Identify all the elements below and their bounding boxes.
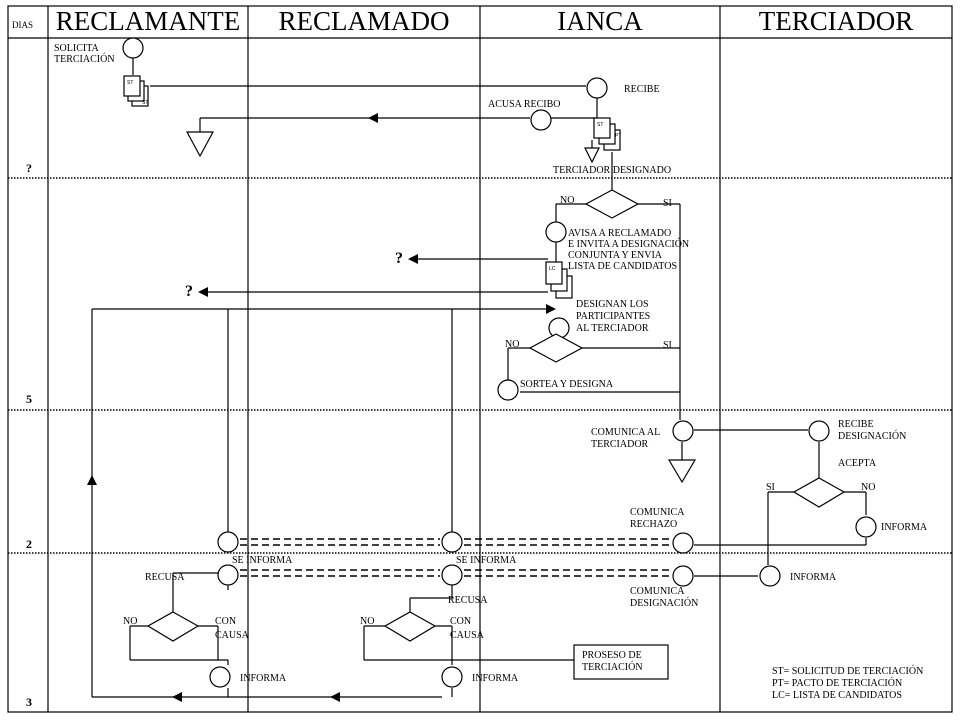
label-recusa-1: RECUSA: [145, 572, 185, 583]
label-comunica-designacion-1: COMUNICA: [630, 586, 685, 597]
label-comunica-terciador-2: TERCIADOR: [591, 439, 649, 450]
label-si-1: SI: [663, 198, 672, 209]
label-designan-3: AL TERCIADOR: [576, 323, 649, 334]
svg-text:LC: LC: [549, 266, 556, 272]
label-comunica-designacion-2: DESIGNACIÓN: [630, 597, 698, 609]
label-avisa-2: E INVITA A DESIGNACIÓN: [568, 238, 689, 250]
lane-header-reclamado: RECLAMADO: [278, 6, 449, 36]
activity-avisa-node: [545, 221, 567, 243]
label-proseso-1: PROSESO DE: [582, 650, 642, 661]
activity-recibe-node: [586, 77, 608, 99]
label-si-3: SI: [766, 482, 775, 493]
label-avisa-1: AVISA A RECLAMADO: [568, 228, 671, 239]
label-recibe-designacion-2: DESIGNACIÓN: [838, 430, 906, 442]
svg-text:ST: ST: [597, 122, 603, 128]
label-designan-2: PARTICIPANTES: [576, 311, 650, 322]
stage-days-4: 3: [26, 695, 32, 709]
document-stack-st-pt: ST PT: [593, 117, 621, 151]
stage-days-1: ?: [26, 161, 32, 175]
label-question-1: ?: [395, 250, 403, 267]
activity-informa-1-node: [209, 666, 231, 688]
label-no-1: NO: [560, 195, 574, 206]
document-stack-lc: LC: [545, 261, 573, 299]
activity-informa-2-node: [441, 666, 463, 688]
activity-recibe-designacion-node: [808, 420, 830, 442]
label-se-informa-1: SE INFORMA: [232, 555, 293, 566]
activity-se-informa-2-node: [441, 531, 463, 553]
flow-shapes: [122, 37, 877, 688]
activity-acusa-recibo-node: [530, 109, 552, 131]
svg-text:PT: PT: [615, 133, 621, 139]
flow-lines: [87, 58, 867, 702]
decision-terciador-designado: [584, 189, 640, 219]
document-stack-st: ST ST: [123, 75, 149, 107]
decision-designan: [528, 333, 584, 363]
process-box-terciacion: [573, 644, 669, 680]
label-no-5: NO: [360, 616, 374, 627]
days-header: DIAS: [12, 20, 33, 30]
label-avisa-3: CONJUNTA Y ENVIA: [568, 250, 663, 261]
activity-informa-designacion-node: [759, 565, 781, 587]
label-si-2: SI: [663, 340, 672, 351]
lane-header-reclamante: RECLAMANTE: [56, 6, 241, 36]
svg-text:ST: ST: [127, 80, 133, 86]
label-solicita-2: TERCIACIÓN: [54, 53, 115, 65]
label-solicita-1: SOLICITA: [54, 43, 100, 54]
decision-con-causa-2: [383, 611, 437, 642]
label-informa-2: INFORMA: [472, 673, 519, 684]
legend: ST= SOLICITUD DE TERCIACIÓN PT= PACTO DE…: [772, 665, 923, 701]
label-recibe-designacion-1: RECIBE: [838, 419, 874, 430]
activity-comunica-designacion-node: [672, 565, 694, 587]
label-no-3: NO: [861, 482, 875, 493]
label-question-2: ?: [185, 283, 193, 300]
legend-st: ST= SOLICITUD DE TERCIACIÓN: [772, 665, 923, 677]
label-recusa-2: RECUSA: [448, 595, 488, 606]
stage-days-3: 2: [26, 537, 32, 551]
end-triangle-3: [667, 459, 697, 484]
activity-sortea-node: [497, 379, 519, 401]
decision-acepta: [792, 477, 846, 508]
decision-con-causa-1: [146, 611, 200, 642]
label-acusa-recibo: ACUSA RECIBO: [488, 99, 561, 110]
label-comunica-rechazo-2: RECHAZO: [630, 519, 677, 530]
label-con-causa-1b: CAUSA: [215, 630, 250, 641]
label-con-causa-2a: CON: [450, 616, 471, 627]
lane-header-terciador: TERCIADOR: [759, 6, 914, 36]
activity-comunica-rechazo-node: [672, 532, 694, 554]
lane-header-ianca: IANCA: [557, 6, 643, 36]
label-informa-1: INFORMA: [240, 673, 287, 684]
end-triangle-2: [584, 147, 600, 164]
label-proseso-2: TERCIACIÓN: [582, 661, 643, 673]
label-recibe: RECIBE: [624, 84, 660, 95]
svg-text:ST: ST: [142, 100, 148, 106]
legend-pt: PT= PACTO DE TERCIACIÓN: [772, 677, 902, 689]
activity-recusa-2-node: [441, 564, 463, 586]
label-avisa-4: LISTA DE CANDIDATOS: [568, 261, 677, 272]
label-acepta: ACEPTA: [838, 458, 877, 469]
label-comunica-rechazo-1: COMUNICA: [630, 507, 685, 518]
label-no-4: NO: [123, 616, 137, 627]
activity-recusa-1-node: [217, 564, 239, 586]
label-con-causa-2b: CAUSA: [450, 630, 485, 641]
activity-comunica-terciador-node: [672, 420, 694, 442]
label-con-causa-1a: CON: [215, 616, 236, 627]
activity-solicita-node: [122, 37, 144, 59]
lane-grid: [7, 5, 953, 713]
label-designan-1: DESIGNAN LOS: [576, 299, 649, 310]
label-sortea: SORTEA Y DESIGNA: [520, 379, 614, 390]
end-triangle-1: [185, 131, 215, 158]
label-se-informa-2: SE INFORMA: [456, 555, 517, 566]
legend-lc: LC= LISTA DE CANDIDATOS: [772, 690, 902, 701]
label-informa-terciador: INFORMA: [881, 522, 928, 533]
label-comunica-terciador-1: COMUNICA AL: [591, 427, 660, 438]
activity-informa-terciador-node: [855, 516, 877, 538]
stage-days-2: 5: [26, 392, 32, 406]
label-terciador-designado: TERCIADOR DESIGNADO: [553, 165, 671, 176]
label-informa-designacion: INFORMA: [790, 572, 837, 583]
label-no-2: NO: [505, 339, 519, 350]
activity-se-informa-1-node: [217, 531, 239, 553]
flow-labels: SOLICITA TERCIACIÓN RECIBE ACUSA RECIBO …: [54, 43, 928, 684]
